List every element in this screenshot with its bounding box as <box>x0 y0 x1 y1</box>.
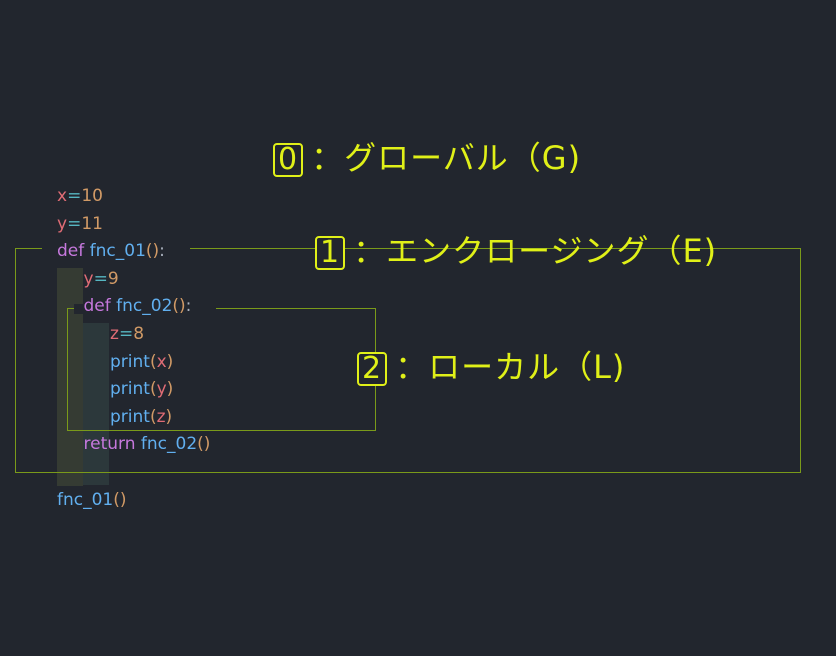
indent-guide-level-2 <box>83 323 109 485</box>
code-token: 8 <box>133 324 145 344</box>
local-scope-label: 2：ローカル（L) <box>357 347 625 387</box>
global-scope-text: ：グローバル（G) <box>311 139 582 177</box>
code-token: def <box>83 296 117 317</box>
code-token: x <box>156 351 167 372</box>
code-line: fnc_01() <box>57 490 127 510</box>
code-token: 9 <box>107 268 119 289</box>
code-token: y <box>83 268 94 289</box>
enclosing-scope-box <box>15 248 801 473</box>
enclosing-scope-gap-left <box>42 244 190 254</box>
code-token: ( <box>149 406 157 427</box>
code-token: 10 <box>81 186 103 206</box>
code-token: () <box>113 489 127 510</box>
badge-2: 2 <box>357 352 388 386</box>
code-token: fnc_01 <box>89 241 146 262</box>
code-token: y <box>57 213 68 234</box>
code-token: ( <box>149 379 157 400</box>
global-scope-label: 0：グローバル（G) <box>273 138 581 178</box>
code-token: = <box>118 324 134 344</box>
code-line: print(y) <box>110 379 173 399</box>
code-token: () <box>172 296 186 317</box>
code-line: print(x) <box>110 352 173 372</box>
code-token: fnc_01 <box>57 489 114 510</box>
code-token: ) <box>166 351 174 372</box>
code-line: y=9 <box>84 269 119 289</box>
local-scope-text: ：ローカル（L) <box>395 348 626 386</box>
code-token: x <box>57 186 68 206</box>
code-token: = <box>67 213 82 234</box>
enclosing-scope-text: ：エンクロージング（E) <box>353 232 718 270</box>
code-token: : <box>185 296 192 317</box>
local-scope-gap <box>74 304 216 314</box>
code-token: y <box>156 379 167 400</box>
code-token: : <box>159 241 165 262</box>
code-token: ( <box>149 351 157 372</box>
code-line: def fnc_01(): <box>57 241 165 261</box>
code-token: = <box>67 186 82 206</box>
code-line: return fnc_02() <box>84 434 211 454</box>
code-token: print <box>110 406 150 427</box>
code-line: z=8 <box>110 324 144 344</box>
code-line: x=10 <box>57 186 103 206</box>
badge-0: 0 <box>273 143 304 177</box>
code-token: def <box>57 241 90 262</box>
code-line: print(z) <box>110 407 172 427</box>
code-token: fnc_02 <box>116 296 173 317</box>
code-token: fnc_02 <box>140 434 198 455</box>
code-line: y=11 <box>57 214 103 234</box>
enclosing-scope-label: 1：エンクロージング（E) <box>315 231 717 271</box>
code-token: = <box>93 268 108 289</box>
code-token: 11 <box>81 213 103 234</box>
code-token: () <box>145 241 160 262</box>
code-token: print <box>110 379 150 400</box>
code-token: () <box>197 434 211 455</box>
code-token: ) <box>165 406 173 427</box>
badge-1: 1 <box>315 236 346 270</box>
code-line: def fnc_02(): <box>84 296 192 316</box>
code-token: print <box>110 351 150 372</box>
code-token: ) <box>166 379 174 400</box>
code-token: z <box>110 324 119 344</box>
code-token: z <box>156 406 166 427</box>
code-token: return <box>83 434 141 455</box>
